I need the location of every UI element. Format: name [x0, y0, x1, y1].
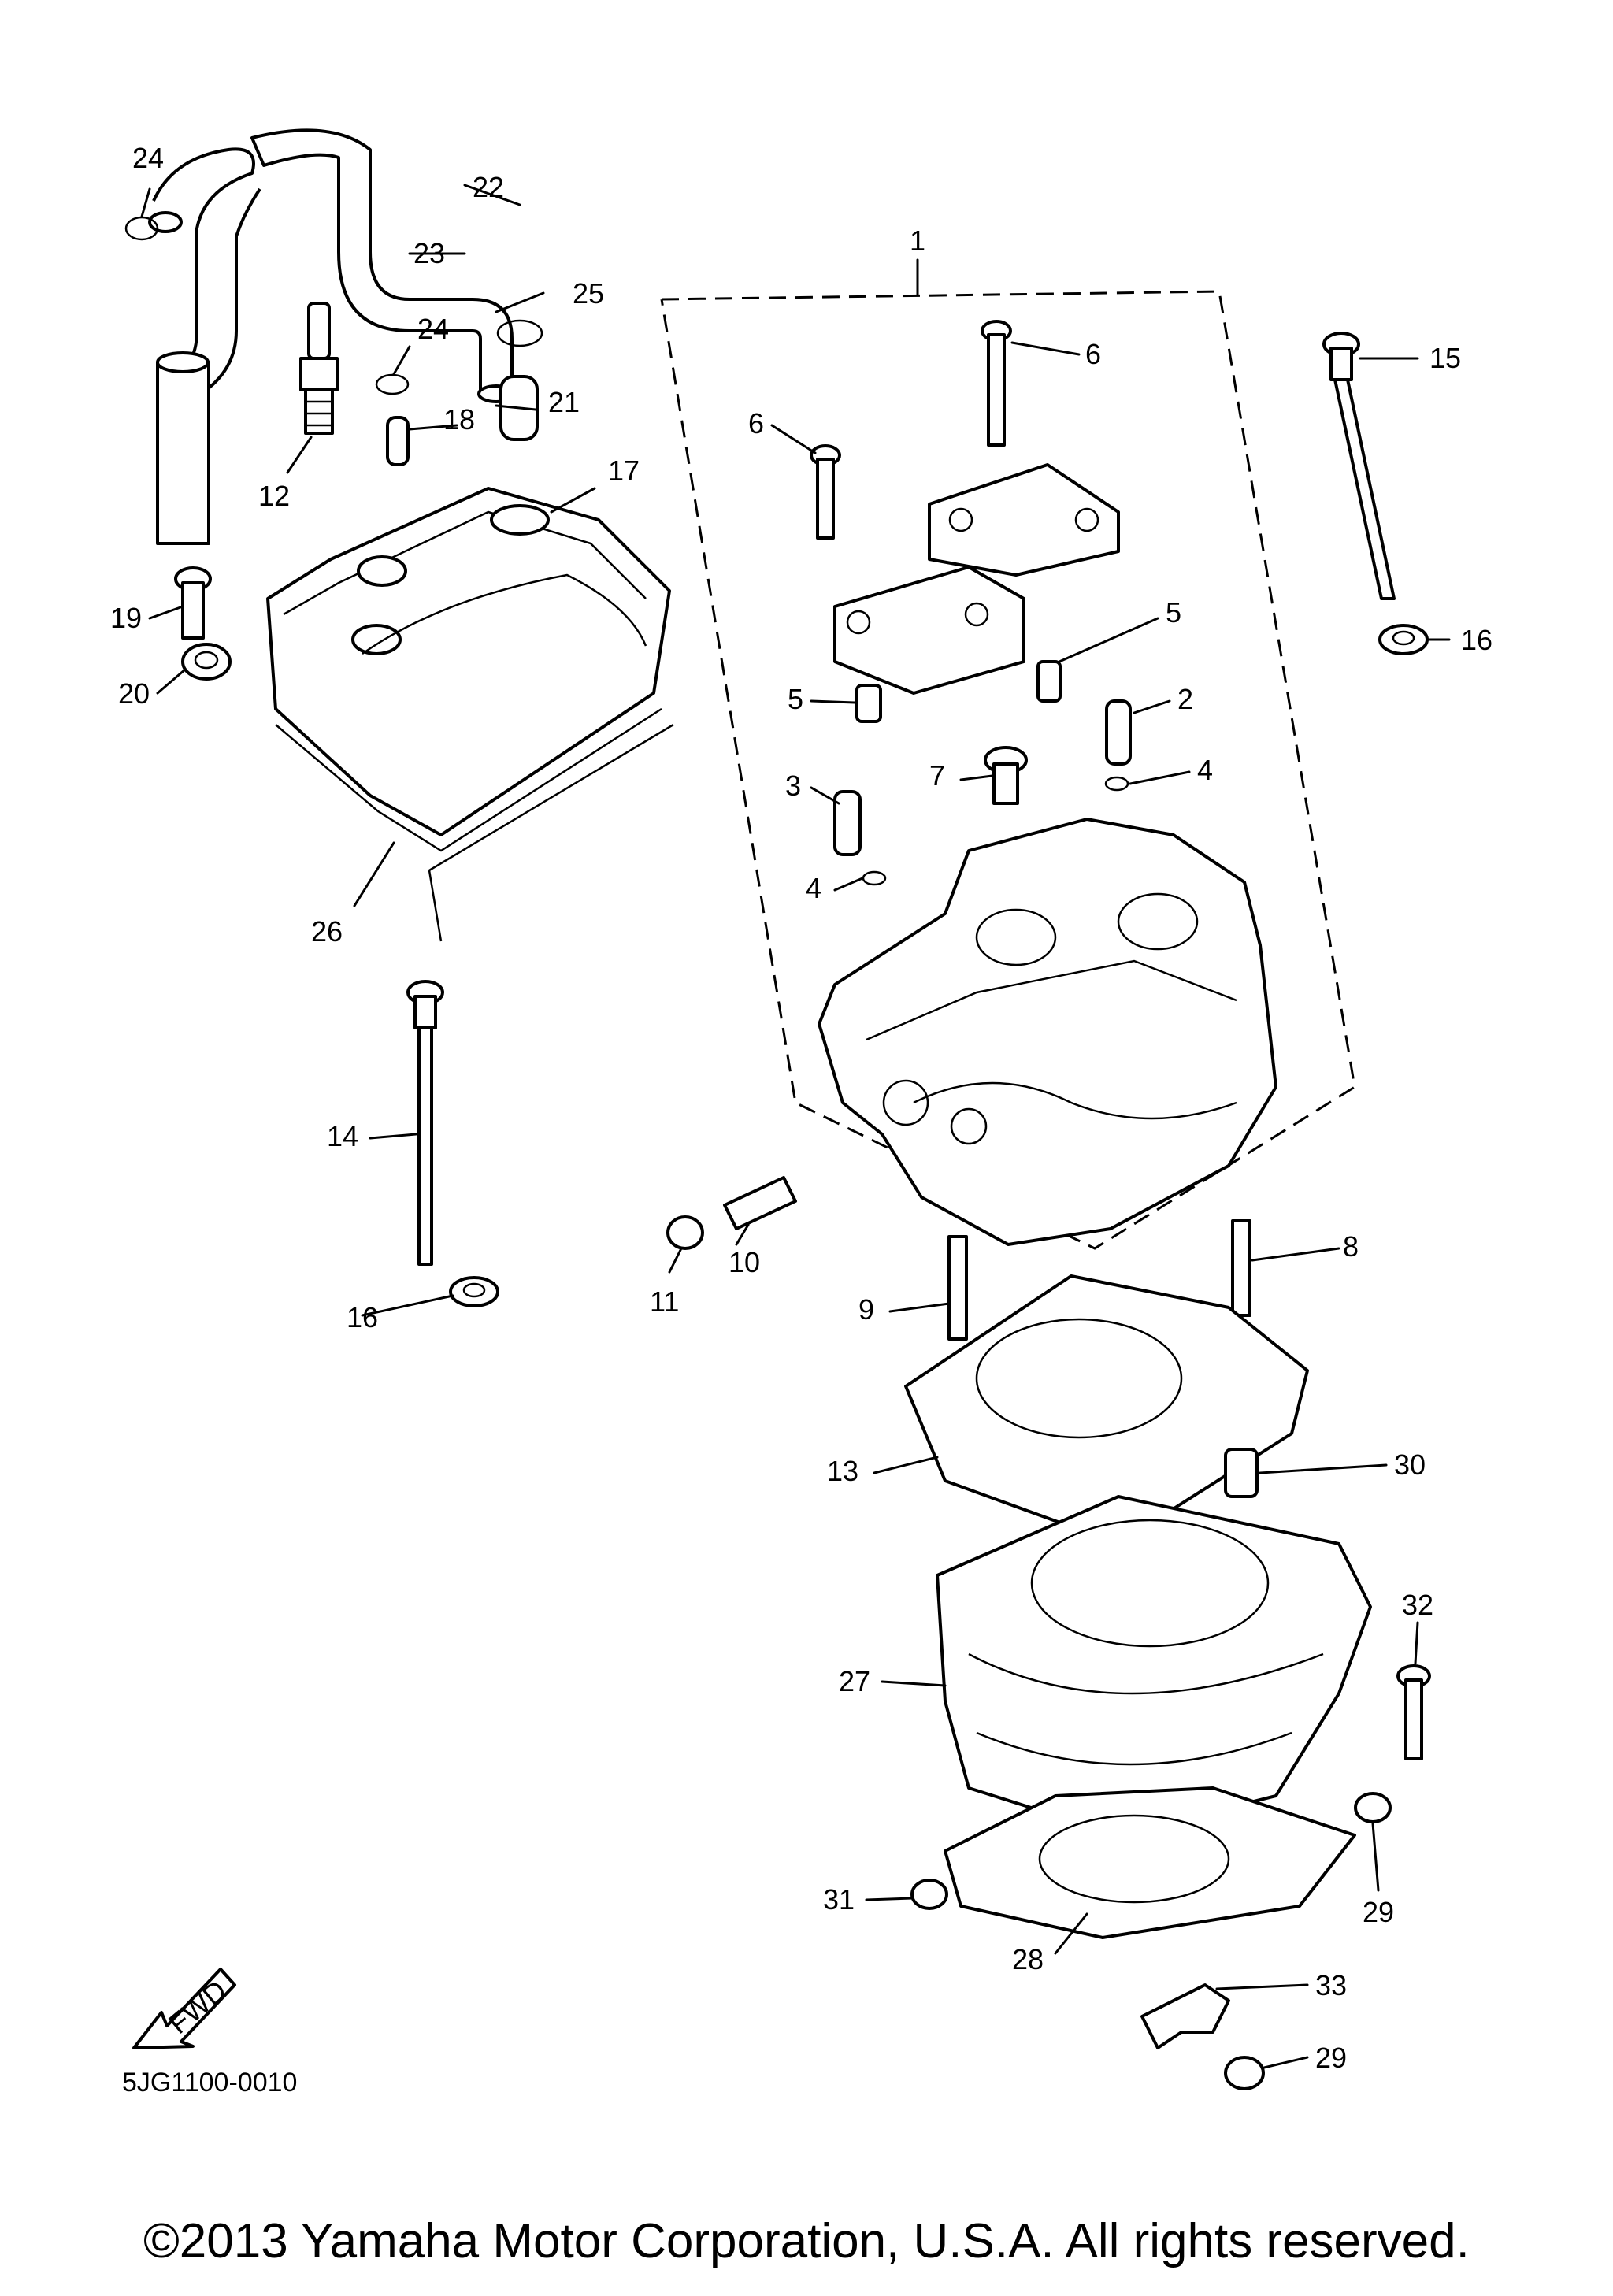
washer-16-b	[449, 1276, 499, 1307]
nut-29-b	[1224, 2056, 1265, 2090]
callout-6-a: 6	[1085, 338, 1101, 370]
dowel-30	[1224, 1448, 1259, 1498]
bracket-33	[1140, 1983, 1230, 2049]
callout-1: 1	[910, 224, 925, 257]
callout-5-a: 5	[1166, 596, 1181, 629]
callout-8: 8	[1343, 1230, 1359, 1263]
bolt-7	[984, 746, 1028, 805]
stud-8	[1231, 1219, 1251, 1317]
lifter-2	[1105, 699, 1132, 766]
callout-14: 14	[327, 1120, 358, 1152]
callout-16-a: 16	[1461, 624, 1492, 656]
callout-33: 33	[1315, 1969, 1347, 2001]
base-gasket-28	[944, 1786, 1356, 1939]
nut-29-a	[1354, 1792, 1392, 1823]
stud-9	[947, 1235, 968, 1341]
callout-23: 23	[413, 237, 445, 269]
callout-2: 2	[1177, 683, 1193, 715]
callout-18: 18	[443, 403, 475, 436]
plug-18	[386, 416, 410, 466]
callout-10: 10	[729, 1246, 760, 1278]
hose-clip-24-b	[375, 373, 410, 395]
callout-7: 7	[929, 759, 945, 792]
cover-gasket-26	[275, 707, 674, 942]
callout-24-a: 24	[132, 142, 164, 174]
callout-26: 26	[311, 915, 343, 948]
callout-11: 11	[650, 1285, 679, 1318]
callout-9: 9	[858, 1293, 874, 1326]
callout-15: 15	[1429, 342, 1461, 374]
bolt-6-b	[810, 444, 841, 540]
bolt-6-a	[981, 320, 1012, 447]
nut-11	[666, 1215, 704, 1250]
leader-lines	[140, 184, 1451, 2069]
callout-30: 30	[1394, 1448, 1426, 1481]
callout-13: 13	[827, 1455, 858, 1487]
copyright-notice: ©2013 Yamaha Motor Corporation, U.S.A. A…	[143, 2214, 1470, 2268]
bolt-14	[406, 980, 444, 1266]
hose-clip-25	[496, 319, 543, 347]
spark-plug-12	[299, 302, 339, 435]
washer-20	[181, 643, 232, 681]
bolt-32	[1396, 1664, 1431, 1760]
bolt-15	[1322, 332, 1396, 600]
callout-16-b: 16	[347, 1301, 378, 1333]
camshaft-cap-lower	[833, 566, 1025, 695]
diagram-code: 5JG1100-0010	[122, 2068, 297, 2098]
callout-29-b: 29	[1315, 2042, 1347, 2074]
dowel-5-b	[855, 684, 882, 723]
bolt-19	[174, 566, 212, 640]
o-ring-4-a	[1104, 776, 1129, 792]
callout-19: 19	[110, 602, 142, 634]
o-ring-4-b	[862, 870, 887, 886]
callout-labels: 22 23 24 25 24 21 18 12 17 19 20 26 1 6 …	[110, 142, 1492, 2074]
callout-22: 22	[473, 171, 504, 203]
fwd-arrow-icon: FWD	[132, 1968, 236, 2049]
callout-21: 21	[548, 386, 580, 418]
callout-4-b: 4	[806, 872, 821, 904]
cylinder-head	[818, 818, 1277, 1246]
stud-10	[723, 1176, 797, 1230]
nut-31	[910, 1879, 948, 1910]
callout-27: 27	[839, 1665, 870, 1697]
callout-20: 20	[118, 677, 150, 710]
breather-hose-23	[148, 147, 261, 545]
head-gasket-13	[904, 1274, 1309, 1545]
callout-12: 12	[258, 480, 290, 512]
callout-25: 25	[573, 277, 604, 310]
callout-3: 3	[785, 770, 801, 802]
callout-17: 17	[608, 454, 640, 487]
dowel-5-a	[1036, 660, 1062, 703]
callout-28: 28	[1012, 1943, 1044, 1975]
cylinder-27	[936, 1495, 1372, 1837]
washer-16-a	[1378, 624, 1429, 655]
camshaft-cap-upper	[928, 463, 1120, 577]
callout-4-a: 4	[1197, 754, 1213, 786]
head-cover-17	[266, 487, 671, 836]
callout-29-a: 29	[1363, 1896, 1394, 1928]
callout-6-b: 6	[748, 407, 764, 440]
callout-31: 31	[823, 1883, 855, 1916]
lifter-3	[833, 790, 862, 856]
callout-24-b: 24	[417, 313, 449, 345]
callout-32: 32	[1402, 1589, 1433, 1621]
callout-5-b: 5	[788, 683, 803, 715]
